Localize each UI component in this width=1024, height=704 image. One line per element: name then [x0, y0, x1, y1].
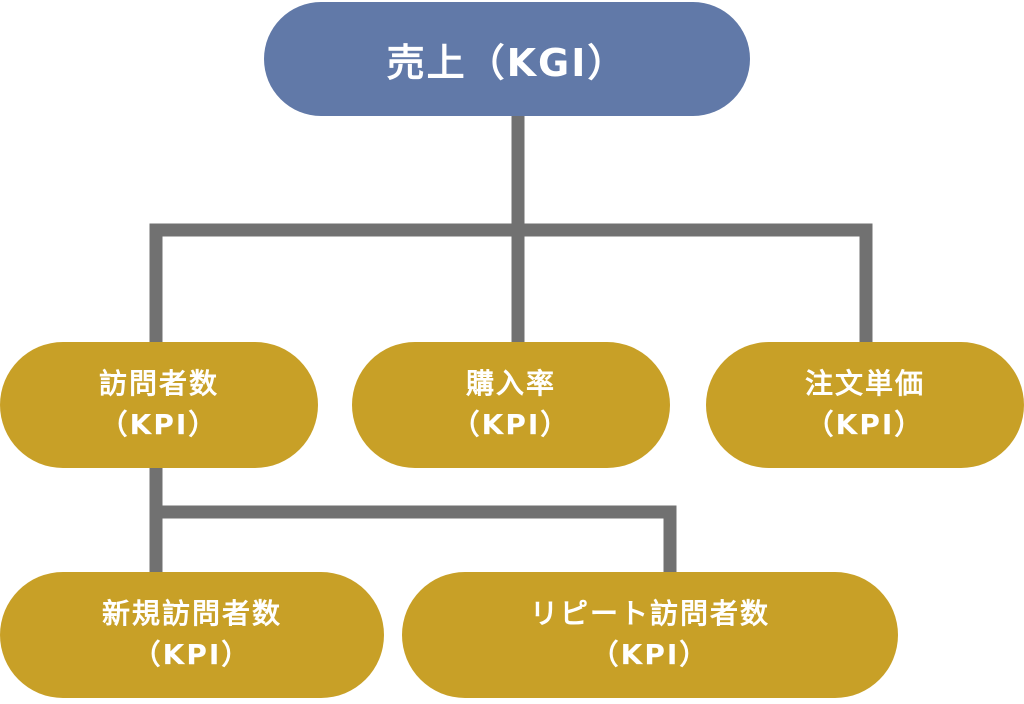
- kpi-node-tag: （KPI）: [451, 408, 571, 441]
- kpi-node-purchase-rate: 購入率 （KPI）: [352, 342, 670, 468]
- kpi-node-label: 注文単価: [804, 367, 925, 401]
- connector-level2-bar: [156, 505, 677, 580]
- kpi-node-tag: （KPI）: [805, 408, 925, 441]
- kgi-node-label: 売上（KGI）: [386, 40, 628, 85]
- kpi-node-new-visitors: 新規訪問者数 （KPI）: [0, 572, 384, 698]
- kpi-node-visitors: 訪問者数 （KPI）: [0, 342, 318, 468]
- kpi-node-order-value: 注文単価 （KPI）: [706, 342, 1024, 468]
- kpi-node-repeat-visitors: リピート訪問者数 （KPI）: [402, 572, 898, 698]
- kpi-node-label: 新規訪問者数: [101, 597, 282, 631]
- kpi-node-label: 訪問者数: [98, 367, 219, 401]
- kpi-node-tag: （KPI）: [132, 638, 252, 671]
- kpi-node-tag: （KPI）: [590, 638, 710, 671]
- kpi-node-label: リピート訪問者数: [529, 597, 770, 631]
- kgi-node-sales: 売上（KGI）: [264, 2, 750, 116]
- connector-level1-bar: [149, 223, 873, 348]
- kpi-node-tag: （KPI）: [99, 408, 219, 441]
- kpi-node-label: 購入率: [465, 367, 556, 401]
